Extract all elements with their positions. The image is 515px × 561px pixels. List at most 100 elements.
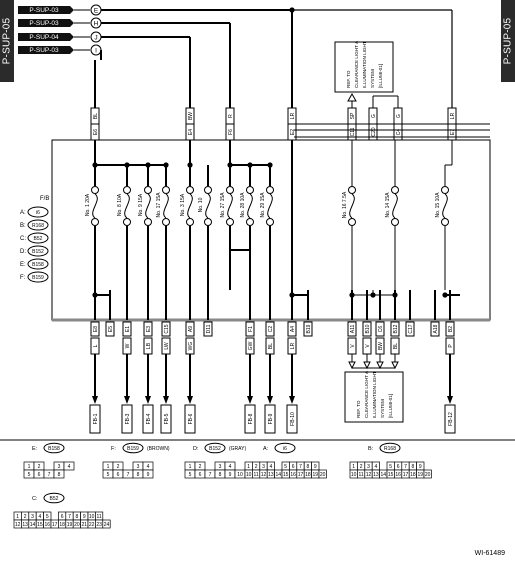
- top-pin-label: F6: [228, 129, 234, 135]
- connector-view-oval: [379, 442, 401, 454]
- connector-cell-number: 15: [283, 472, 289, 478]
- connector-cell-number: 22: [89, 522, 95, 528]
- sup-tag-text: I: [95, 47, 97, 54]
- ref-box-top-text: SYSTEM: [370, 69, 375, 88]
- connector-cell-number: 8: [76, 514, 79, 520]
- fuse-terminal: [391, 186, 399, 194]
- connector-cell-number: 4: [270, 464, 273, 470]
- fb-arrow: [247, 396, 253, 404]
- connector-cell-number: 2: [24, 514, 27, 520]
- bottom-wire-color: BL: [268, 343, 274, 349]
- bottom-pin-box: [362, 321, 372, 337]
- fuse-label: No. 9 15A: [138, 193, 144, 216]
- ref-box-bottom-text: SYSTEM: [380, 399, 385, 418]
- top-wire-color: LR: [290, 112, 296, 119]
- connector-cell-number: 5: [28, 472, 31, 478]
- ref-box-top-text: ILLUMINATION LIGHT: [362, 41, 367, 88]
- connector-view-prefix: A:: [263, 446, 269, 452]
- connector-view-suffix: (GRAY): [229, 446, 246, 452]
- connector-cell-number: 3: [31, 514, 34, 520]
- bottom-pin-label: C6: [378, 326, 384, 333]
- connector-cell-number: 7: [299, 464, 302, 470]
- legend-letter: F:: [20, 275, 26, 281]
- sup-connector-label: [18, 33, 74, 41]
- bottom-pin-label: B12: [393, 324, 399, 333]
- connector-cell-number: 16: [45, 522, 51, 528]
- ref-box-bottom: [344, 371, 404, 423]
- bottom-pin-box: [405, 321, 415, 337]
- connector-cell-number: 4: [39, 514, 42, 520]
- fb-arrow: [124, 396, 130, 404]
- top-pin-label: E2: [290, 129, 296, 135]
- connector-view-oval: [43, 442, 65, 454]
- connector-cell-number: 5: [189, 472, 192, 478]
- fuse-terminal: [226, 186, 234, 194]
- legend-connector-id: B158: [32, 262, 44, 268]
- bottom-pin-box: [265, 321, 275, 337]
- fuse-terminal: [266, 186, 274, 194]
- connector-cell-number: 18: [410, 472, 416, 478]
- connector-cell-number: 5: [284, 464, 287, 470]
- legend-connector-oval: [27, 258, 49, 270]
- connector-cell-number: 8: [307, 464, 310, 470]
- connector-cell-number: 13: [22, 522, 28, 528]
- fuse-terminal: [91, 218, 99, 226]
- connector-cell-number: 23: [96, 522, 102, 528]
- bottom-wire-color: L: [93, 344, 99, 347]
- connector-cell-number: 14: [381, 472, 387, 478]
- top-pin-label: C4: [396, 129, 402, 136]
- connector-cell-number: 2: [38, 464, 41, 470]
- fuse-terminal: [441, 186, 449, 194]
- bottom-pin-label: B19: [306, 324, 312, 333]
- sup-connector-label: [18, 6, 74, 14]
- sup-connector-text: P-SUP-04: [29, 34, 59, 41]
- ref-box-top: [334, 41, 394, 93]
- fuse-label: No. 10: [198, 197, 204, 212]
- connector-cell-number: 4: [68, 464, 71, 470]
- fuse-label: No. 14 15A: [385, 192, 391, 218]
- ref-box-bottom-text: [ILLUMI-01]: [388, 394, 393, 418]
- fuse-terminal: [123, 218, 131, 226]
- bottom-pin-box: [375, 321, 385, 337]
- connector-cell: [53, 469, 65, 479]
- connector-cell-number: 9: [147, 472, 150, 478]
- fb-box: [142, 404, 154, 434]
- bottom-wire-color: GW: [248, 341, 254, 350]
- bottom-pin-label: B2: [448, 326, 454, 332]
- ref-box-top-text: [ILLUMI-01]: [378, 64, 383, 88]
- bottom-pin-label: C2: [268, 326, 274, 333]
- ref-box-bottom-text: ILLUMINATION LIGHT: [372, 371, 377, 418]
- fb-arrow: [447, 396, 453, 404]
- top-wire-color: R: [228, 114, 234, 118]
- connector-cell-number: 11: [96, 514, 101, 520]
- connector-cell-number: 9: [314, 464, 317, 470]
- bottom-pin-box: [445, 321, 455, 337]
- fb-box-label: FB-5: [164, 413, 170, 424]
- bottom-pin-box: [161, 321, 171, 337]
- fuse-terminal: [162, 186, 170, 194]
- connector-cell-number: 1: [16, 514, 19, 520]
- connector-view-id: B158: [48, 446, 60, 452]
- legend-letter: E:: [20, 262, 26, 268]
- bottom-wire-color: BL: [393, 343, 399, 349]
- connector-cell-number: 7: [127, 472, 130, 478]
- connector-view-id: R168: [384, 446, 396, 452]
- connector-cell-number: 14: [276, 472, 282, 478]
- connector-view-prefix: E:: [32, 446, 38, 452]
- fuse-terminal: [123, 186, 131, 194]
- connector-cell-number: 6: [397, 464, 400, 470]
- legend-connector-id: B152: [32, 249, 44, 255]
- connector-cell-number: 24: [104, 522, 110, 528]
- connector-cell-number: 17: [298, 472, 304, 478]
- connector-cell-number: 11: [253, 472, 258, 478]
- fuse-terminal: [246, 186, 254, 194]
- connector-cell-number: 6: [199, 472, 202, 478]
- ref-box-bottom-text: CLEARANCE LIGHT &: [364, 371, 369, 418]
- legend-letter: C:: [20, 236, 26, 242]
- bottom-pin-label: D11: [206, 324, 212, 333]
- fuse-label: No. 1 20A: [85, 193, 91, 216]
- connector-cell-number: 10: [237, 472, 243, 478]
- bottom-pin-box: [390, 321, 400, 337]
- connector-cell-number: 5: [389, 464, 392, 470]
- fuse-element: [267, 193, 273, 219]
